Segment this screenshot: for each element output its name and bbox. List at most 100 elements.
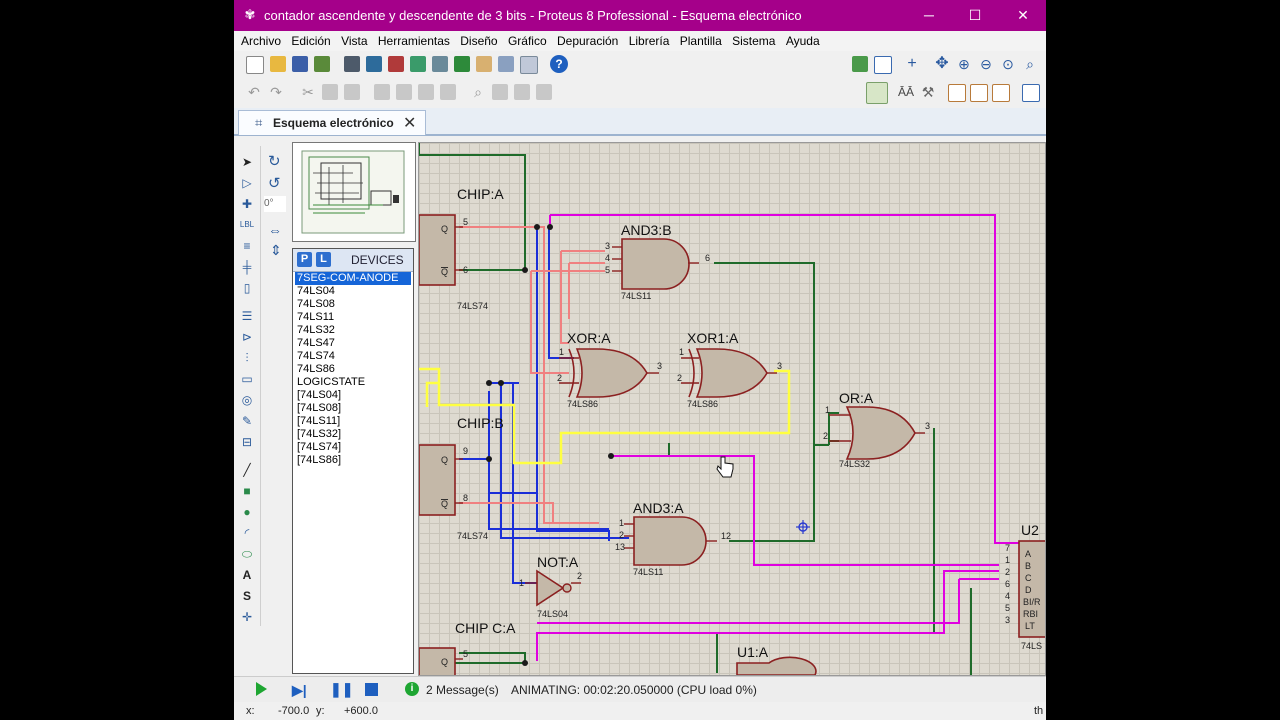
terminals-icon[interactable]: ☰ bbox=[241, 309, 253, 323]
bom-icon[interactable] bbox=[454, 56, 470, 72]
save-icon[interactable] bbox=[292, 56, 308, 72]
selection-mode-icon[interactable]: ➤ bbox=[241, 155, 253, 169]
source-code-icon[interactable] bbox=[498, 56, 514, 72]
property-tool-icon[interactable]: ⚒ bbox=[921, 84, 935, 100]
origin-icon[interactable]: + bbox=[907, 55, 917, 72]
device-list-item[interactable]: [74LS32] bbox=[297, 428, 342, 440]
menu-libreria[interactable]: Librería bbox=[628, 34, 670, 48]
device-list-item[interactable]: 74LS04 bbox=[297, 285, 335, 297]
decompose-icon[interactable] bbox=[536, 84, 552, 100]
cut-icon[interactable]: ✂ bbox=[302, 84, 314, 100]
virtual-instruments-icon[interactable]: ⊟ bbox=[241, 435, 253, 449]
undo-icon[interactable]: ↶ bbox=[248, 84, 260, 100]
3d-view-icon[interactable] bbox=[432, 56, 448, 72]
wire-autorouter-icon[interactable] bbox=[866, 82, 888, 104]
messages-info-icon[interactable]: i bbox=[405, 682, 419, 696]
device-list-item[interactable]: 74LS32 bbox=[297, 324, 335, 336]
menu-herramientas[interactable]: Herramientas bbox=[377, 34, 450, 48]
menu-depuracion[interactable]: Depuración bbox=[556, 34, 619, 48]
report-icon[interactable] bbox=[520, 56, 538, 74]
library-manager-button[interactable]: L bbox=[316, 252, 331, 267]
gerber-icon[interactable] bbox=[410, 56, 426, 72]
tab-esquema-electronico[interactable]: ⌗ Esquema electrónico ✕ bbox=[238, 110, 426, 135]
rotate-clockwise-icon[interactable]: ↻ bbox=[268, 153, 281, 170]
zoom-out-icon[interactable]: ⊖ bbox=[980, 56, 992, 72]
device-list-item[interactable]: [74LS86] bbox=[297, 454, 342, 466]
device-pins-icon[interactable]: ⊳ bbox=[241, 330, 253, 344]
menu-diseno[interactable]: Diseño bbox=[460, 34, 498, 48]
refresh-icon[interactable] bbox=[852, 56, 868, 72]
remove-sheet-icon[interactable] bbox=[970, 84, 988, 102]
zoom-area-icon[interactable]: ⌕ bbox=[1026, 56, 1034, 72]
device-list-item[interactable]: [74LS11] bbox=[297, 415, 341, 427]
paste-icon[interactable] bbox=[344, 84, 360, 100]
pause-icon[interactable]: ❚❚ bbox=[330, 681, 354, 697]
text-script-icon[interactable]: ≡ bbox=[243, 239, 251, 253]
import-icon[interactable] bbox=[314, 56, 330, 72]
close-button[interactable]: ✕ bbox=[1017, 7, 1029, 23]
help-icon[interactable]: ? bbox=[550, 55, 568, 73]
device-list-item[interactable]: [74LS74] bbox=[297, 441, 342, 453]
device-list-item[interactable]: 74LS11 bbox=[297, 311, 335, 323]
maximize-button[interactable]: ☐ bbox=[968, 7, 982, 23]
block-move-icon[interactable] bbox=[396, 84, 412, 100]
junction-dot-icon[interactable]: ✚ bbox=[241, 197, 253, 211]
menu-edicion[interactable]: Edición bbox=[291, 34, 331, 48]
tape-recorder-icon[interactable]: ▭ bbox=[241, 372, 253, 386]
exit-sheet-icon[interactable] bbox=[992, 84, 1010, 102]
generator-icon[interactable]: ◎ bbox=[241, 393, 253, 407]
play-icon[interactable] bbox=[256, 682, 267, 696]
new-sheet-icon[interactable] bbox=[948, 84, 966, 102]
make-device-icon[interactable] bbox=[492, 84, 508, 100]
path-icon[interactable]: ⬭ bbox=[241, 547, 253, 561]
box-icon[interactable]: ■ bbox=[243, 484, 251, 498]
copy-icon[interactable] bbox=[322, 84, 338, 100]
grid-icon[interactable] bbox=[874, 56, 892, 74]
messages-count[interactable]: 2 Message(s) bbox=[426, 683, 499, 697]
block-copy-icon[interactable] bbox=[374, 84, 390, 100]
device-list-item[interactable]: 74LS47 bbox=[297, 337, 335, 349]
device-list-item[interactable]: 74LS74 bbox=[297, 350, 335, 362]
zoom-all-icon[interactable]: ⊙ bbox=[1002, 56, 1014, 72]
voltage-probe-icon[interactable]: ✎ bbox=[241, 414, 253, 428]
notes-icon[interactable] bbox=[476, 56, 492, 72]
tab-close-icon[interactable]: ✕ bbox=[403, 115, 417, 132]
device-list-item[interactable]: LOGICSTATE bbox=[297, 376, 366, 388]
zoom-in-icon[interactable]: ⊕ bbox=[958, 56, 970, 72]
redo-icon[interactable]: ↷ bbox=[270, 84, 282, 100]
component-mode-icon[interactable]: ▷ bbox=[242, 176, 252, 190]
schematic-icon[interactable] bbox=[366, 56, 382, 72]
new-file-icon[interactable] bbox=[246, 56, 264, 74]
mirror-horizontal-icon[interactable]: ⇔ bbox=[268, 222, 282, 238]
text-icon[interactable]: A bbox=[242, 568, 252, 582]
menu-plantilla[interactable]: Plantilla bbox=[679, 34, 722, 48]
device-list-item[interactable]: [74LS04] bbox=[297, 389, 342, 401]
menu-vista[interactable]: Vista bbox=[341, 34, 368, 48]
symbol-icon[interactable]: S bbox=[242, 589, 251, 603]
menu-archivo[interactable]: Archivo bbox=[241, 34, 282, 48]
line-icon[interactable]: ╱ bbox=[243, 463, 251, 477]
open-folder-icon[interactable] bbox=[270, 56, 286, 72]
rotation-angle-field[interactable]: 0° bbox=[264, 196, 286, 212]
pick-device-icon[interactable]: ⌕ bbox=[474, 84, 482, 100]
device-list-item[interactable]: [74LS08] bbox=[297, 402, 342, 414]
buses-icon[interactable]: ╪ bbox=[242, 260, 252, 274]
stop-icon[interactable] bbox=[365, 683, 378, 696]
menu-grafico[interactable]: Gráfico bbox=[507, 34, 547, 48]
rotate-anticlockwise-icon[interactable]: ↺ bbox=[268, 175, 281, 192]
search-tag-icon[interactable]: ĀĀ bbox=[898, 85, 915, 99]
erc-icon[interactable] bbox=[1022, 84, 1040, 102]
pick-devices-button[interactable]: P bbox=[297, 252, 312, 267]
block-rotate-icon[interactable] bbox=[418, 84, 434, 100]
circle-icon[interactable]: ● bbox=[243, 505, 251, 519]
block-delete-icon[interactable] bbox=[440, 84, 456, 100]
device-list-item[interactable]: 7SEG-COM-ANODE bbox=[295, 272, 411, 285]
graph-icon[interactable]: ⫶ bbox=[245, 351, 249, 365]
pcb-icon[interactable] bbox=[388, 56, 404, 72]
schematic-canvas[interactable]: .gt{fill:#c4b8a8;stroke:#8b2020;stroke-w… bbox=[418, 142, 1046, 676]
pan-icon[interactable]: ✥ bbox=[935, 55, 949, 72]
subcircuit-icon[interactable]: ▯ bbox=[243, 281, 251, 295]
wire-label-icon[interactable]: LBL bbox=[239, 220, 255, 229]
mirror-vertical-icon[interactable]: ⇕ bbox=[270, 242, 282, 258]
step-icon[interactable]: ▶| bbox=[292, 682, 307, 698]
